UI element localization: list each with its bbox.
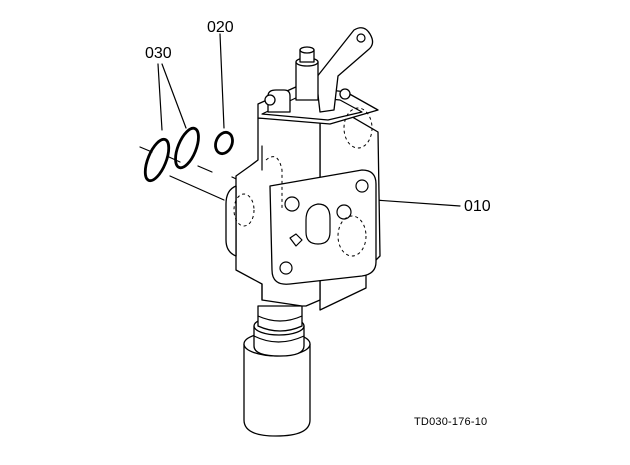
callout-010: 010	[464, 198, 491, 215]
callout-030: 030	[145, 45, 172, 62]
leader-030-a	[157, 63, 163, 131]
valve-cartridge	[243, 305, 311, 437]
callout-020: 020	[207, 19, 234, 36]
o-ring-030-front	[143, 137, 171, 183]
leader-010	[374, 199, 461, 207]
o-ring-020	[214, 130, 234, 156]
valve-body	[225, 27, 381, 311]
leader-020	[219, 33, 225, 129]
leader-lines	[157, 33, 461, 207]
leader-030-b	[161, 63, 187, 129]
o-ring-030-rear	[174, 126, 200, 170]
drawing-code: TD030-176-10	[414, 416, 488, 428]
